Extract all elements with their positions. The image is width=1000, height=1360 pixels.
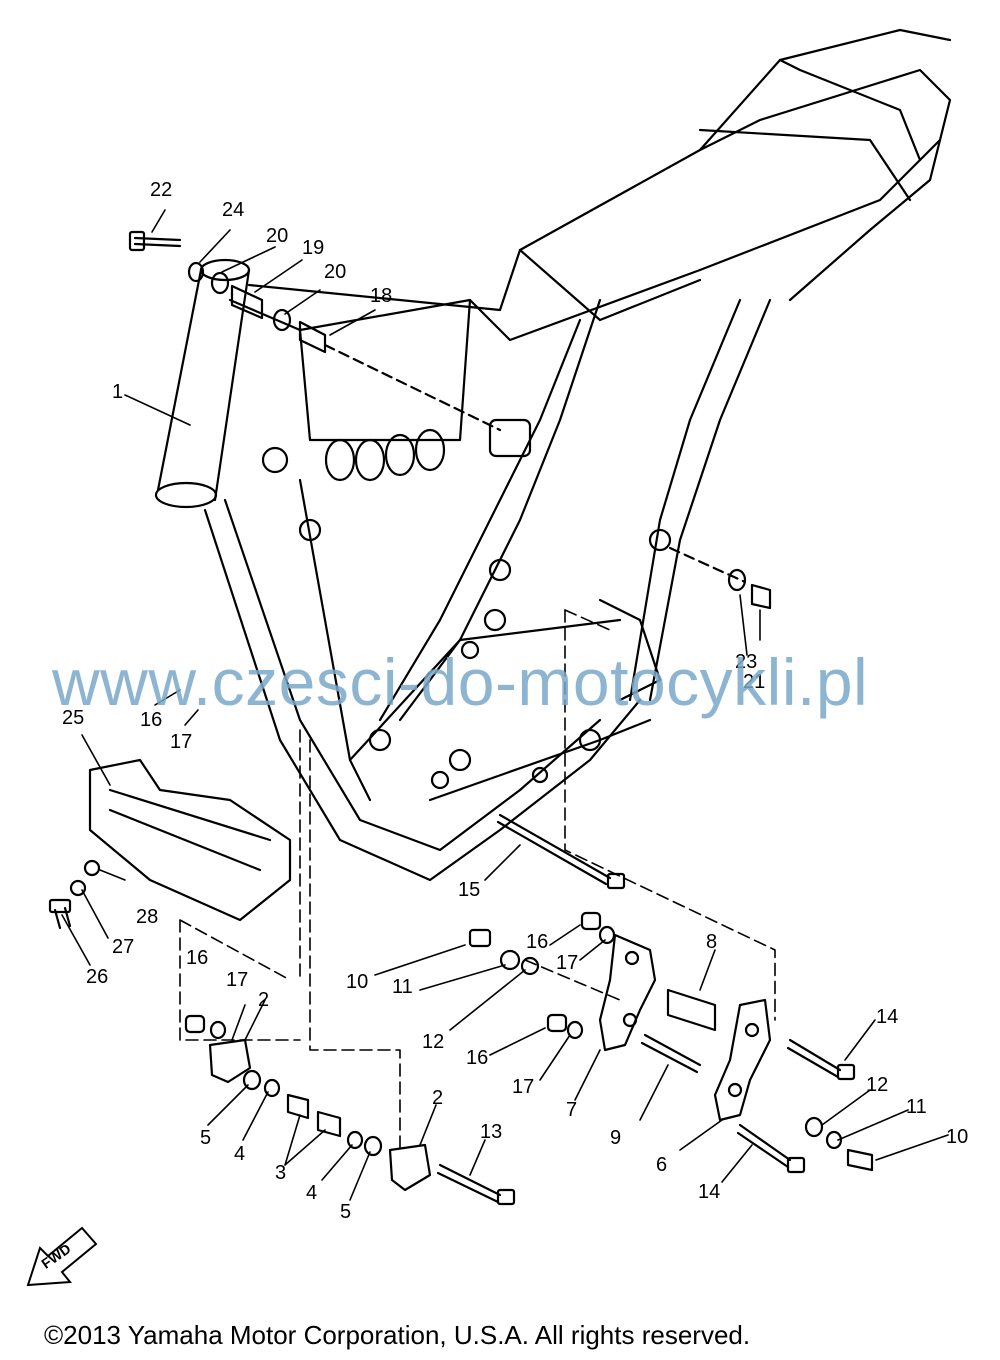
callout-21: 21	[743, 671, 766, 693]
callout-18: 18	[370, 285, 393, 307]
callout-17: 17	[226, 969, 249, 991]
callout-20: 20	[266, 225, 289, 247]
callout-2: 2	[432, 1087, 444, 1109]
callout-11: 11	[392, 976, 413, 998]
callout-1: 1	[112, 381, 124, 403]
callout-16: 16	[186, 947, 209, 969]
callout-25: 25	[62, 707, 85, 729]
callout-26: 26	[86, 966, 109, 988]
callout-5: 5	[340, 1201, 352, 1223]
callout-8: 8	[706, 931, 718, 953]
callout-28: 28	[136, 906, 159, 928]
frame-main	[154, 28, 952, 882]
callout-7: 7	[566, 1099, 578, 1121]
callout-9: 9	[610, 1127, 622, 1149]
callout-16: 16	[526, 931, 549, 953]
fwd-arrow-icon	[26, 1226, 98, 1287]
engine-mount-lower	[179, 609, 874, 1206]
copyright: ©2013 Yamaha Motor Corporation, U.S.A. A…	[44, 1320, 751, 1350]
callout-2: 2	[258, 989, 270, 1011]
callout-17: 17	[512, 1076, 535, 1098]
callout-3: 3	[275, 1162, 287, 1184]
callout-20: 20	[324, 261, 347, 283]
callout-6: 6	[656, 1154, 668, 1176]
callout-10: 10	[946, 1126, 969, 1148]
callout-4: 4	[234, 1143, 246, 1165]
callout-22: 22	[150, 179, 173, 201]
callout-14: 14	[698, 1181, 721, 1203]
callout-24: 24	[222, 199, 245, 221]
engine-guard	[48, 758, 292, 930]
callout-23: 23	[735, 651, 758, 673]
callout-15: 15	[458, 879, 481, 901]
callout-17: 17	[170, 731, 193, 753]
callout-17: 17	[556, 952, 579, 974]
callout-4: 4	[306, 1182, 318, 1204]
callout-11: 11	[906, 1096, 927, 1118]
engine-mount-upper	[128, 230, 502, 432]
callout-27: 27	[112, 936, 135, 958]
callout-5: 5	[200, 1127, 212, 1149]
callout-14: 14	[876, 1006, 899, 1028]
callout-13: 13	[480, 1121, 503, 1143]
callout-16: 16	[466, 1047, 489, 1069]
watermark: www.czesci-do-motocykli.pl	[52, 645, 869, 719]
callout-19: 19	[302, 237, 325, 259]
callout-12: 12	[422, 1031, 445, 1053]
callout-10: 10	[346, 971, 369, 993]
engine-mount-right	[668, 546, 772, 610]
callout-16: 16	[140, 709, 163, 731]
callout-12: 12	[866, 1074, 889, 1096]
leader-lines	[61, 209, 949, 1201]
